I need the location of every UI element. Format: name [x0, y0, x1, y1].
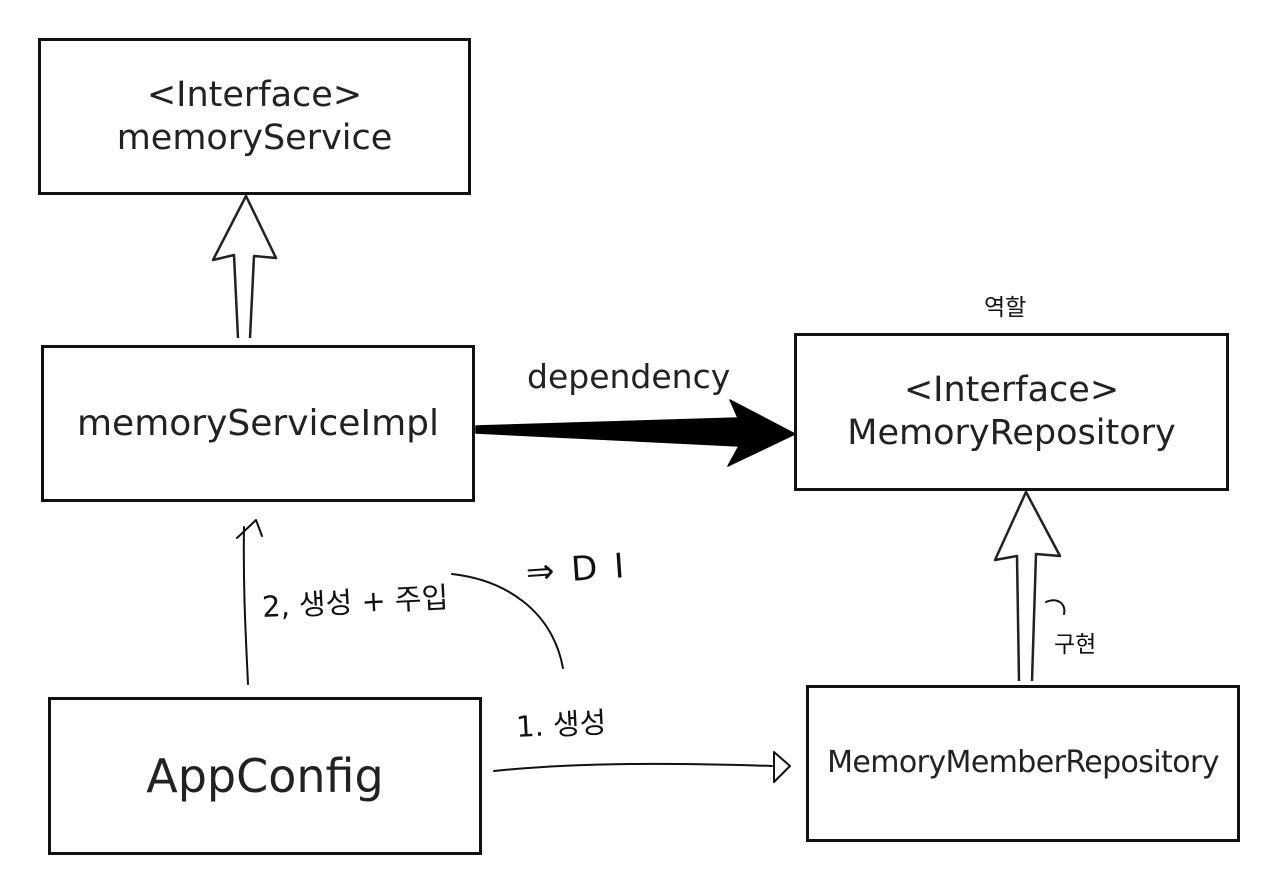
memory-service-stereotype: <Interface>	[146, 74, 363, 115]
di-note: ⇒ D I	[524, 545, 629, 593]
memory-member-repository-box: MemoryMemberRepository	[806, 685, 1240, 842]
dependency-arrow	[475, 399, 796, 467]
app-config-name: AppConfig	[146, 748, 384, 803]
memory-repository-stereotype: <Interface>	[903, 370, 1120, 411]
memory-repository-interface-box: <Interface> MemoryRepository	[794, 333, 1229, 491]
dependency-label: dependency	[527, 357, 731, 396]
implement-hook	[1045, 599, 1066, 615]
memory-service-impl-box: memoryServiceImpl	[41, 345, 475, 502]
role-note: 역할	[984, 295, 1027, 321]
app-config-box: AppConfig	[48, 697, 482, 855]
realization-arrow-service	[211, 194, 278, 339]
memory-repository-name: MemoryRepository	[847, 413, 1176, 453]
hand-arrow-to-member-repo-head	[773, 751, 791, 783]
realization-arrow-repository	[993, 490, 1062, 682]
create-note: 1. 생성	[515, 705, 608, 744]
implement-note: 구현	[1054, 632, 1097, 658]
hand-arrow-to-service-impl	[242, 526, 249, 685]
memory-service-interface-box: <Interface> memoryService	[38, 38, 471, 195]
hand-arrow-to-member-repo	[493, 762, 773, 772]
memory-service-impl-name: memoryServiceImpl	[76, 402, 439, 444]
memory-service-name: memoryService	[116, 117, 393, 158]
di-bracket-curve	[451, 573, 564, 669]
memory-member-repository-name: MemoryMemberRepository	[827, 745, 1219, 781]
hand-arrow-to-service-impl-head	[236, 519, 263, 539]
